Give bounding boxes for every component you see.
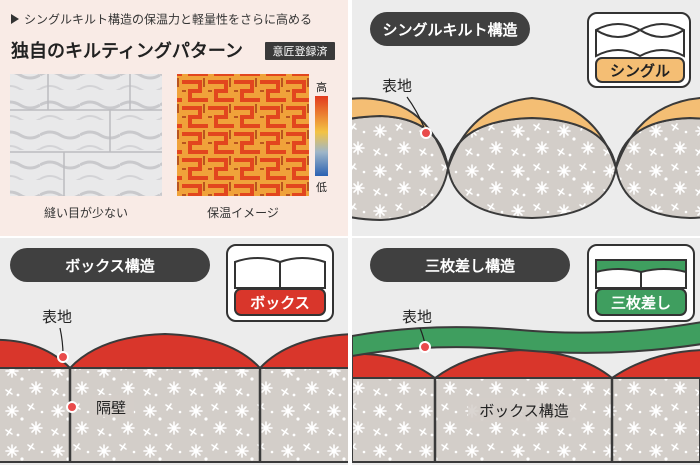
down-cell [352, 377, 436, 463]
panel-divider-horizontal [0, 236, 700, 238]
triple-outer-label: 表地 [402, 308, 432, 326]
panel-divider-vertical [348, 0, 352, 465]
down-cell [446, 116, 618, 220]
design-registered-badge-text: 意匠登録済 [273, 44, 328, 58]
triangle-bullet-icon [11, 14, 19, 24]
single-heading-pill [370, 12, 530, 46]
intro-title: 独自のキルティングパターン [11, 40, 243, 62]
intro-tagline: シングルキルト構造の保温力と軽量性をさらに高める [24, 12, 312, 27]
down-cell [0, 367, 71, 463]
partition-walls [68, 368, 262, 462]
down-cell [611, 377, 700, 463]
box-structure-icon: ボックス [226, 244, 334, 322]
triple-icon-label: 三枚差し [611, 294, 671, 312]
triple-heading: 三枚差し構造 [425, 257, 515, 275]
outer-fabric-marker [419, 341, 431, 353]
single-icon-label: シングル [610, 62, 670, 80]
quilt-photo [10, 74, 162, 196]
box-icon-label: ボックス [250, 294, 310, 312]
thermal-image-caption: 保温イメージ [207, 206, 279, 220]
single-outer-label: 表地 [382, 77, 412, 95]
single-heading: シングルキルト構造 [382, 21, 517, 39]
outer-fabric [0, 332, 349, 369]
box-partition-label: 隔壁 [96, 399, 126, 417]
thermal-image [177, 74, 309, 196]
scale-high-label: 高 [316, 80, 327, 94]
single-structure-icon: シングル [587, 12, 691, 88]
outer-fabric-marker [57, 351, 69, 363]
outer-fabric-marker [420, 127, 432, 139]
intro-panel: シングルキルト構造の保温力と軽量性をさらに高める 独自のキルティングパターン 意… [0, 0, 348, 236]
box-structure-panel: ボックス構造 表地 隔壁 ボックス [0, 238, 349, 465]
box-heading: ボックス構造 [65, 257, 155, 275]
design-registered-badge [265, 42, 335, 60]
triple-inner-label: ボックス構造 [479, 402, 569, 420]
scale-low-label: 低 [316, 181, 327, 194]
partition-marker [66, 401, 78, 413]
single-quilt-panel: シングルキルト構造 表地 シングル [352, 0, 700, 236]
outer-fabric [352, 96, 700, 169]
inner-box-fabric [352, 348, 700, 379]
box-heading-pill [10, 248, 210, 282]
triple-layer-icon: 三枚差し [587, 244, 695, 322]
triple-heading-pill [370, 248, 570, 282]
box-outer-label: 表地 [42, 308, 72, 326]
quilt-photo-caption: 縫い目が少ない [44, 205, 128, 220]
outer-fabric [352, 321, 700, 358]
temperature-scale-bar [315, 96, 328, 176]
triple-layer-panel: 三枚差し構造 表地 ボックス構造 三枚差し [352, 238, 700, 465]
